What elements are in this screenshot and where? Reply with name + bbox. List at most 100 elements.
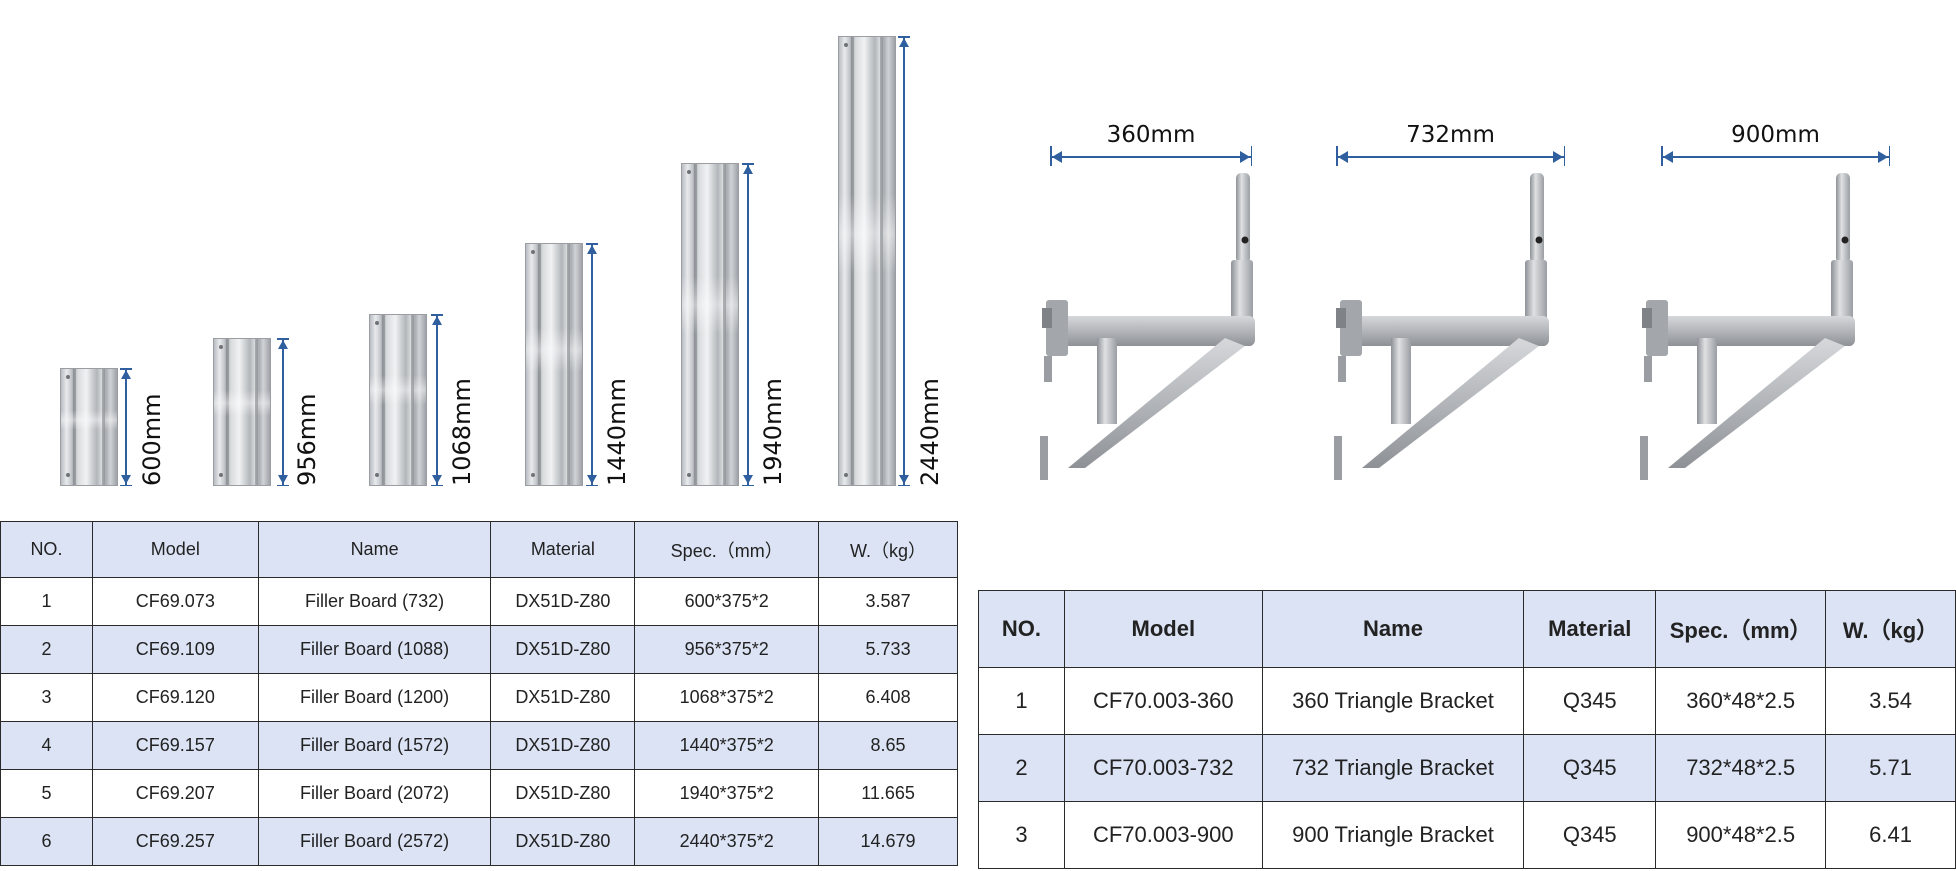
cell-name: Filler Board (1088) (257, 625, 492, 674)
cell-no: 1 (978, 667, 1065, 735)
table-header-row: NO. Model Name Material Spec.（mm） W.（kg） (0, 521, 958, 578)
cell-material: Q345 (1523, 734, 1657, 802)
board-col-5: 1940mm (681, 163, 791, 486)
dimension-arrow (121, 368, 131, 486)
cell-no: 3 (0, 673, 93, 722)
cell-model: CF69.207 (91, 769, 259, 818)
cell-spec: 1068*375*2 (634, 673, 820, 722)
cell-material: Q345 (1523, 667, 1657, 735)
cell-model: CF69.120 (91, 673, 259, 722)
table-header-row: NO. Model Name Material Spec.（mm） W.（kg） (978, 590, 1956, 668)
filler-board-spec-table: NO. Model Name Material Spec.（mm） W.（kg）… (0, 521, 958, 866)
cell-material: DX51D-Z80 (490, 673, 636, 722)
filler-board-image (60, 368, 118, 486)
cell-spec: 900*48*2.5 (1655, 801, 1827, 869)
bracket-dimension-360: 360mm (1050, 118, 1252, 166)
board-length-label: 1068mm (448, 378, 476, 486)
board-col-4: 1440mm (525, 243, 635, 486)
filler-board-image (525, 243, 583, 486)
cell-name: Filler Board (2072) (257, 769, 492, 818)
filler-board-image (681, 163, 739, 486)
bracket-length-label: 732mm (1406, 122, 1495, 148)
col-header-no: NO. (978, 590, 1065, 668)
cell-model: CF69.073 (91, 577, 259, 626)
table-row: 2 CF70.003-732 732 Triangle Bracket Q345… (978, 734, 1956, 802)
cell-no: 2 (978, 734, 1065, 802)
table-row: 5 CF69.207 Filler Board (2072) DX51D-Z80… (0, 769, 958, 818)
cell-name: 360 Triangle Bracket (1261, 667, 1525, 735)
bracket-dimension-900: 900mm (1661, 118, 1890, 166)
triangle-bracket-image (1334, 173, 1549, 480)
cell-spec: 1940*375*2 (634, 769, 820, 818)
cell-no: 1 (0, 577, 93, 626)
cell-material: DX51D-Z80 (490, 577, 636, 626)
cell-name: Filler Board (732) (257, 577, 492, 626)
table-row: 1 CF69.073 Filler Board (732) DX51D-Z80 … (0, 577, 958, 626)
col-header-material: Material (1523, 590, 1657, 668)
board-col-2: 956mm (213, 338, 323, 486)
cell-spec: 732*48*2.5 (1655, 734, 1827, 802)
cell-name: 900 Triangle Bracket (1261, 801, 1525, 869)
table-row: 6 CF69.257 Filler Board (2572) DX51D-Z80… (0, 817, 958, 866)
filler-board-image (838, 36, 896, 486)
cell-model: CF69.157 (91, 721, 259, 770)
dimension-arrow (278, 338, 288, 486)
cell-model: CF69.109 (91, 625, 259, 674)
col-header-material: Material (490, 521, 636, 578)
cell-weight: 3.54 (1825, 667, 1956, 735)
cell-spec: 600*375*2 (634, 577, 820, 626)
dimension-arrow (432, 314, 442, 486)
board-length-label: 600mm (138, 393, 166, 486)
table-row: 1 CF70.003-360 360 Triangle Bracket Q345… (978, 667, 1956, 735)
cell-weight: 11.665 (818, 769, 958, 818)
cell-weight: 5.733 (818, 625, 958, 674)
triangle-bracket-image (1640, 173, 1855, 480)
board-length-label: 1940mm (759, 378, 787, 486)
cell-weight: 6.408 (818, 673, 958, 722)
cell-name: Filler Board (1572) (257, 721, 492, 770)
cell-weight: 6.41 (1825, 801, 1956, 869)
triangle-bracket-spec-table: NO. Model Name Material Spec.（mm） W.（kg）… (978, 590, 1956, 869)
col-header-weight: W.（kg） (818, 521, 958, 578)
bracket-dimension-732: 732mm (1336, 118, 1565, 166)
col-header-weight: W.（kg） (1825, 590, 1956, 668)
cell-no: 6 (0, 817, 93, 866)
table-row: 2 CF69.109 Filler Board (1088) DX51D-Z80… (0, 625, 958, 674)
cell-material: DX51D-Z80 (490, 721, 636, 770)
cell-name: 732 Triangle Bracket (1261, 734, 1525, 802)
board-col-6: 2440mm (838, 36, 948, 486)
triangle-bracket-image (1040, 173, 1255, 480)
board-length-label: 956mm (293, 393, 321, 486)
col-header-name: Name (257, 521, 492, 578)
col-header-spec: Spec.（mm） (634, 521, 820, 578)
cell-spec: 2440*375*2 (634, 817, 820, 866)
col-header-model: Model (1063, 590, 1263, 668)
cell-model: CF69.257 (91, 817, 259, 866)
bracket-length-label: 900mm (1731, 122, 1820, 148)
cell-material: DX51D-Z80 (490, 769, 636, 818)
cell-weight: 8.65 (818, 721, 958, 770)
cell-weight: 5.71 (1825, 734, 1956, 802)
filler-board-image (213, 338, 271, 486)
table-row: 3 CF70.003-900 900 Triangle Bracket Q345… (978, 801, 1956, 869)
board-length-label: 1440mm (603, 378, 631, 486)
table-row: 4 CF69.157 Filler Board (1572) DX51D-Z80… (0, 721, 958, 770)
cell-material: DX51D-Z80 (490, 817, 636, 866)
col-header-name: Name (1261, 590, 1525, 668)
board-col-3: 1068mm (369, 314, 479, 486)
col-header-spec: Spec.（mm） (1655, 590, 1827, 668)
cell-no: 5 (0, 769, 93, 818)
cell-no: 3 (978, 801, 1065, 869)
filler-board-image (369, 314, 427, 486)
cell-spec: 956*375*2 (634, 625, 820, 674)
dimension-arrow (743, 163, 753, 486)
cell-spec: 360*48*2.5 (1655, 667, 1827, 735)
bracket-length-label: 360mm (1106, 122, 1196, 148)
col-header-no: NO. (0, 521, 93, 578)
dimension-arrow (899, 36, 909, 486)
cell-weight: 14.679 (818, 817, 958, 866)
board-col-1: 600mm (60, 368, 170, 486)
cell-material: Q345 (1523, 801, 1657, 869)
cell-material: DX51D-Z80 (490, 625, 636, 674)
cell-spec: 1440*375*2 (634, 721, 820, 770)
